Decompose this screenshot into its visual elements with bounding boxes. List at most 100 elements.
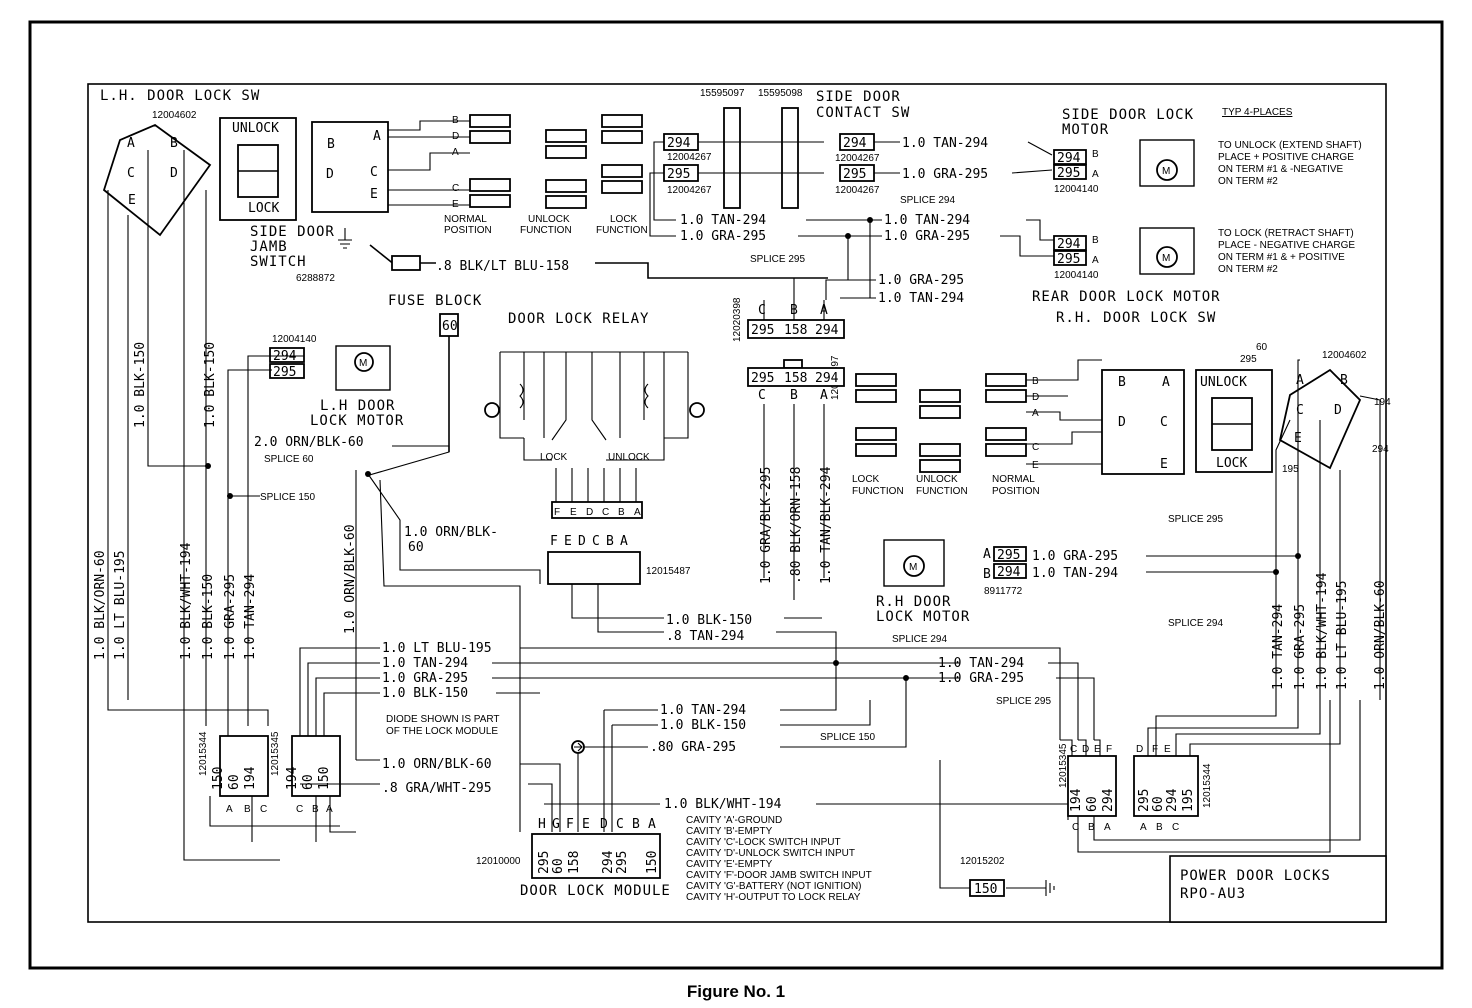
svg-text:M: M (909, 562, 917, 573)
svg-text:294: 294 (843, 136, 867, 151)
svg-text:UNLOCK: UNLOCK (916, 474, 958, 485)
right-vert-4: 1.0 ORN/BLK-60 (1373, 580, 1388, 690)
svg-text:294: 294 (1101, 788, 1116, 812)
lh-unlock-label: UNLOCK (232, 121, 279, 136)
svg-text:G: G (552, 817, 560, 832)
svg-text:DIODE SHOWN IS PART: DIODE SHOWN IS PART (386, 714, 500, 725)
rh-switch-label: R.H. DOOR LOCK SW (1056, 310, 1216, 326)
svg-text:D: D (326, 167, 334, 182)
svg-text:195: 195 (1282, 464, 1299, 475)
svg-text:M: M (1162, 253, 1170, 264)
rh-switch-block (1101, 369, 1185, 475)
svg-text:A: A (1140, 822, 1147, 833)
svg-text:D: D (1136, 744, 1143, 755)
svg-text:M: M (359, 358, 367, 369)
svg-text:SPLICE 295: SPLICE 295 (996, 696, 1051, 707)
left-vert-5: 1.0 TAN-294 (243, 574, 258, 660)
svg-text:POSITION: POSITION (444, 225, 492, 236)
svg-text:E: E (1164, 744, 1171, 755)
side-motor-symbol (1139, 139, 1195, 187)
svg-text:E: E (1094, 744, 1101, 755)
svg-text:SPLICE 295: SPLICE 295 (750, 254, 805, 265)
svg-text:B: B (1156, 822, 1163, 833)
svg-text:B: B (983, 567, 991, 582)
svg-text:295: 295 (751, 371, 774, 386)
title-block-title: POWER DOOR LOCKS (1180, 868, 1331, 884)
jamb-switch-connector (391, 255, 421, 271)
svg-text:1.0 TAN-294: 1.0 TAN-294 (1032, 566, 1118, 581)
svg-text:F: F (1106, 744, 1112, 755)
svg-text:12004267: 12004267 (667, 185, 712, 196)
svg-text:150: 150 (211, 767, 226, 790)
svg-text:C: C (1070, 744, 1077, 755)
svg-text:B: B (1340, 373, 1348, 388)
svg-text:15595097: 15595097 (700, 88, 745, 99)
svg-text:E: E (564, 534, 572, 549)
svg-text:12004140: 12004140 (1054, 270, 1099, 281)
svg-text:294: 294 (997, 565, 1021, 580)
svg-text:1.0 GRA-295: 1.0 GRA-295 (1032, 549, 1118, 564)
svg-text:CAVITY 'H'-OUTPUT TO LOCK RELA: CAVITY 'H'-OUTPUT TO LOCK RELAY (686, 892, 861, 903)
svg-text:60: 60 (227, 774, 242, 790)
svg-text:B: B (1032, 376, 1039, 387)
connector-12020398 (747, 319, 845, 339)
rh-motor-l1: R.H DOOR (876, 594, 951, 610)
svg-text:ON TERM #1 & + POSITIVE: ON TERM #1 & + POSITIVE (1218, 252, 1345, 263)
relay-vert-2: 1.0 TAN/BLK-294 (819, 466, 834, 584)
svg-text:1.0 BLK-150: 1.0 BLK-150 (666, 613, 752, 628)
rear-motor-label: REAR DOOR LOCK MOTOR (1032, 289, 1221, 305)
svg-text:295: 295 (537, 851, 552, 874)
left-vert-1: 1.0 LT BLU-195 (113, 550, 128, 660)
contact-sw-l2: CONTACT SW (816, 105, 910, 121)
relay-vert-0: 1.0 GRA/BLK-295 (759, 467, 774, 584)
svg-text:B: B (452, 115, 459, 126)
left-vert-blk150-b: 1.0 BLK-150 (203, 342, 218, 428)
switch-position-connectors (469, 114, 643, 209)
svg-text:294: 294 (601, 850, 616, 874)
position-unlock: UNLOCK (528, 214, 570, 225)
svg-text:12004602: 12004602 (1322, 350, 1367, 361)
svg-text:1.0 TAN-294: 1.0 TAN-294 (680, 213, 766, 228)
svg-text:12004267: 12004267 (835, 185, 880, 196)
fuse-block-label: FUSE BLOCK (388, 293, 482, 309)
svg-text:C: C (1160, 415, 1168, 430)
svg-text:ON TERM #2: ON TERM #2 (1218, 264, 1278, 275)
svg-text:295: 295 (1240, 354, 1257, 365)
rh-switch-body (1278, 368, 1362, 470)
left-vert-2: 1.0 BLK/WHT-194 (179, 542, 194, 660)
svg-text:150: 150 (317, 767, 332, 790)
connector-12015345-right (1067, 755, 1117, 817)
svg-text:60: 60 (442, 319, 458, 334)
svg-text:CAVITY 'A'-GROUND: CAVITY 'A'-GROUND (686, 815, 782, 826)
svg-text:D: D (1334, 403, 1342, 418)
svg-text:194: 194 (243, 766, 258, 790)
svg-text:12015345: 12015345 (270, 731, 281, 776)
svg-text:295: 295 (1137, 789, 1152, 812)
right-vert-2: 1.0 BLK/WHT-194 (1315, 572, 1330, 690)
svg-text:FUNCTION: FUNCTION (852, 486, 904, 497)
svg-text:294: 294 (815, 323, 839, 338)
left-vert-0: 1.0 BLK/ORN-60 (93, 550, 108, 660)
svg-text:294: 294 (815, 371, 839, 386)
svg-text:12015487: 12015487 (646, 566, 691, 577)
svg-text:A: A (1092, 169, 1099, 180)
svg-text:B: B (632, 817, 640, 832)
svg-text:E: E (582, 817, 590, 832)
svg-text:SPLICE 294: SPLICE 294 (892, 634, 947, 645)
svg-text:12015344: 12015344 (198, 731, 209, 776)
svg-text:12010000: 12010000 (476, 856, 521, 867)
svg-text:1.0 TAN-294: 1.0 TAN-294 (878, 291, 964, 306)
svg-text:C: C (452, 183, 459, 194)
svg-text:B: B (1092, 235, 1099, 246)
svg-text:A: A (373, 129, 381, 144)
right-vert-1: 1.0 GRA-295 (1293, 604, 1308, 690)
svg-text:C: C (1172, 822, 1179, 833)
svg-text:294: 294 (667, 136, 691, 151)
svg-text:1.0 GRA-295: 1.0 GRA-295 (938, 671, 1024, 686)
side-motor-l2: MOTOR (1062, 122, 1109, 138)
svg-text:FUNCTION: FUNCTION (596, 225, 648, 236)
rh-motor-l2: LOCK MOTOR (876, 609, 970, 625)
svg-text:60: 60 (1151, 796, 1166, 812)
svg-text:1.0 TAN-294: 1.0 TAN-294 (382, 656, 468, 671)
svg-text:.8 TAN-294: .8 TAN-294 (666, 629, 744, 644)
